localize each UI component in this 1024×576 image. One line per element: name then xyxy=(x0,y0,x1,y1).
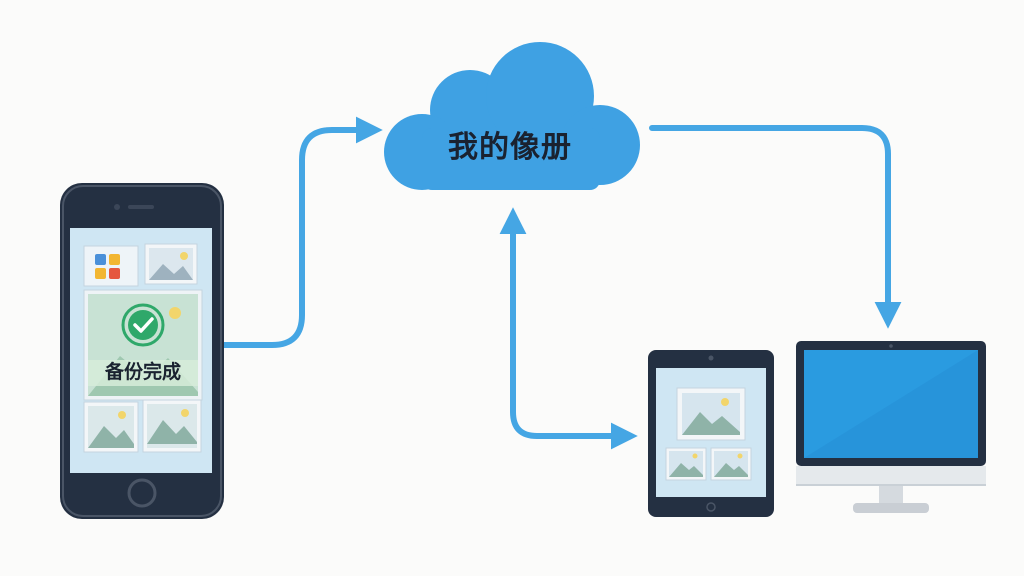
desktop-monitor-icon xyxy=(796,341,986,513)
app-grid-icon xyxy=(83,245,139,287)
home-button xyxy=(127,478,157,508)
arrow-cloud-to-monitor xyxy=(649,125,902,329)
cloud-icon xyxy=(384,42,640,190)
photo-icon xyxy=(710,447,752,481)
tablet-icon xyxy=(648,350,774,517)
checkmark-icon xyxy=(121,303,165,347)
arrow-cloud-tablet-bidirectional xyxy=(499,207,638,450)
photo-icon xyxy=(665,447,707,481)
photo-icon xyxy=(83,401,139,453)
cloud-label: 我的像册 xyxy=(448,130,572,165)
backup-status-label: 备份完成 xyxy=(104,361,181,383)
photo-icon xyxy=(144,243,198,285)
photo-icon xyxy=(676,387,746,441)
smartphone-icon xyxy=(60,183,224,519)
arrow-phone-to-cloud xyxy=(219,116,383,348)
photo-icon xyxy=(142,399,202,453)
